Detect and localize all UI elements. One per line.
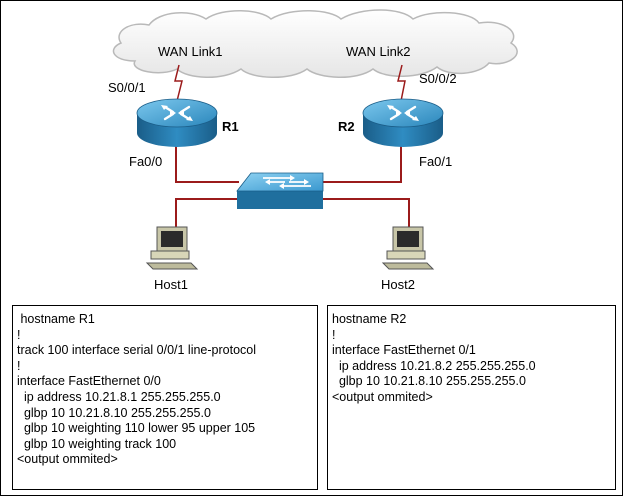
- r1-config-line: glbp 10 10.21.8.10 255.255.255.0: [17, 405, 211, 420]
- host2-icon: [381, 226, 435, 270]
- r1-config-line: glbp 10 weighting track 100: [17, 436, 177, 451]
- r2-config-line: hostname R2: [332, 312, 407, 326]
- r1-config-line: hostname R1: [17, 312, 95, 326]
- router-r2-label: R2: [338, 119, 355, 134]
- serial-link-r1: [174, 64, 183, 102]
- switch-icon: [236, 172, 324, 209]
- r1-config-line: interface FastEthernet 0/0: [17, 374, 161, 389]
- host1-label: Host1: [154, 277, 188, 292]
- r2-config-line: <output ommited>: [332, 389, 433, 404]
- r2-config-box: hostname R2!interface FastEthernet 0/1 i…: [327, 305, 616, 490]
- r1-config-line: ip address 10.21.8.1 255.255.255.0: [17, 389, 221, 404]
- r1-config-line: !: [17, 358, 21, 373]
- r1-config-box: hostname R1!track 100 interface serial 0…: [12, 305, 318, 490]
- r2-ethernet-label: Fa0/1: [419, 154, 452, 169]
- serial-link-r2: [397, 64, 406, 102]
- network-topology: WAN Link1 WAN Link2 S0/0/1 S0/0/2: [108, 9, 518, 292]
- r1-ethernet-label: Fa0/0: [129, 154, 162, 169]
- r1-config-line: !: [17, 327, 21, 342]
- router-r1-label: R1: [222, 119, 239, 134]
- r1-config-line: track 100 interface serial 0/0/1 line-pr…: [17, 343, 257, 358]
- r1-config-line: <output ommited>: [17, 452, 118, 467]
- host2-label: Host2: [381, 277, 415, 292]
- router-r2-icon: [362, 98, 444, 147]
- router-r1-icon: [136, 98, 218, 147]
- r2-config-line: ip address 10.21.8.2 255.255.255.0: [332, 358, 536, 373]
- r1-config-line: glbp 10 weighting 110 lower 95 upper 105: [17, 421, 256, 436]
- r2-config-line: glbp 10 10.21.8.10 255.255.255.0: [332, 374, 526, 389]
- r2-config-line: !: [332, 327, 336, 342]
- wan-cloud: [112, 9, 518, 78]
- host1-icon: [145, 226, 199, 270]
- r1-serial-label: S0/0/1: [108, 80, 146, 95]
- r2-serial-label: S0/0/2: [419, 71, 457, 86]
- wan-link2-label: WAN Link2: [346, 44, 411, 59]
- r2-config-line: interface FastEthernet 0/1: [332, 343, 476, 358]
- wan-link1-label: WAN Link1: [158, 44, 223, 59]
